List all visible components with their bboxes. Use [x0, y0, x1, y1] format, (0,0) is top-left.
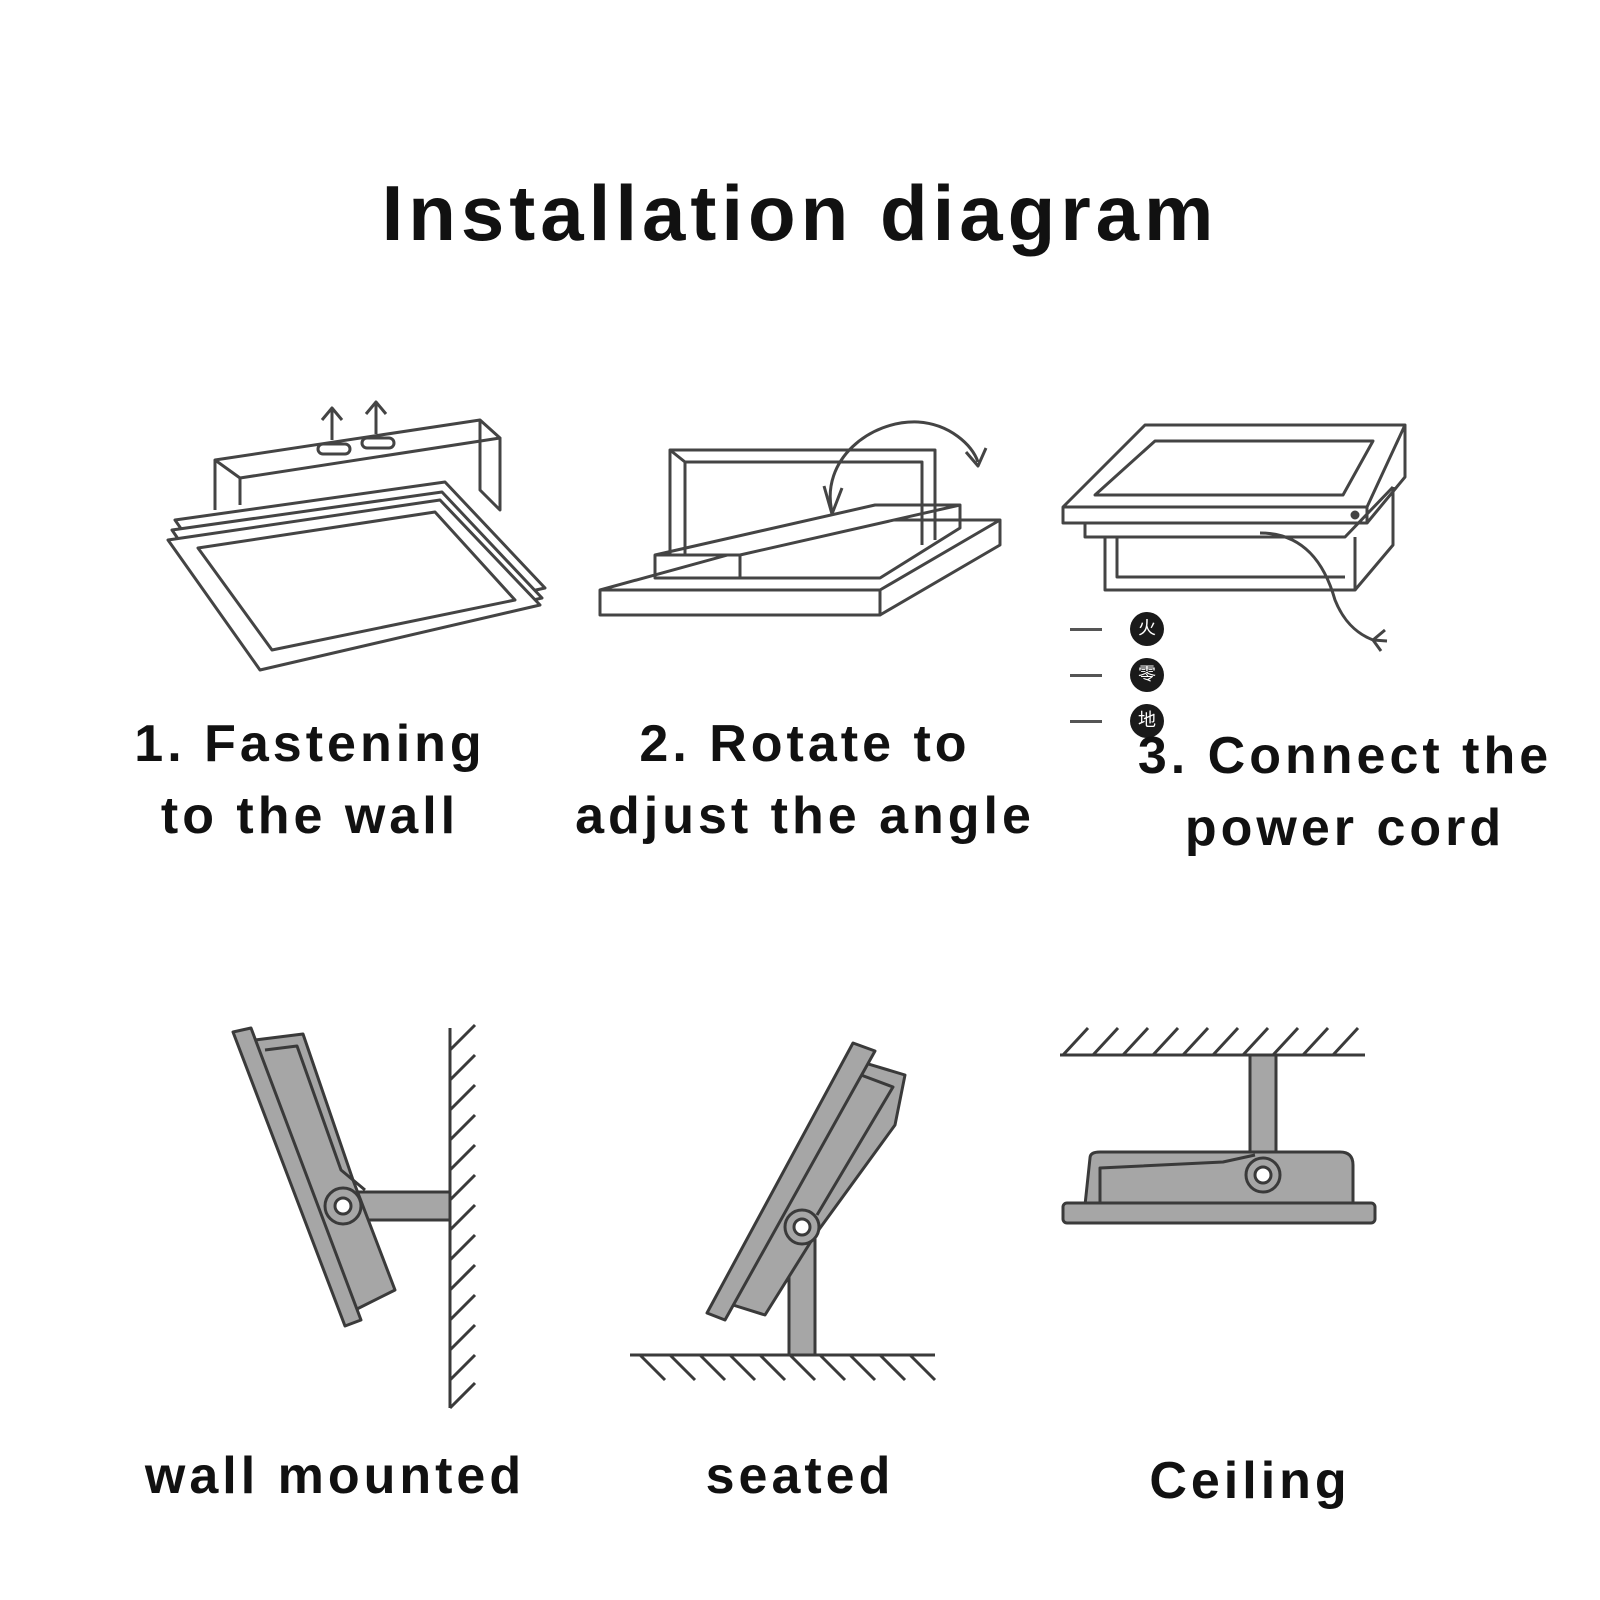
wire-ground: 地 — [1070, 704, 1164, 738]
ceiling-label: Ceiling — [1149, 1452, 1351, 1510]
wall-mounted-label: wall mounted — [144, 1447, 526, 1505]
fastening-illustration — [166, 400, 547, 672]
page-title: Installation diagram — [381, 169, 1219, 257]
wire-labels: 火 零 地 — [1070, 612, 1164, 752]
live-wire-badge: 火 — [1130, 612, 1164, 646]
ceiling-illustration — [1060, 1026, 1377, 1225]
wire-live: 火 — [1070, 612, 1164, 646]
step-1-caption: 1. Fastening to the wall — [100, 708, 520, 852]
step-2-line-2: adjust the angle — [575, 787, 1035, 845]
wire-neutral: 零 — [1070, 658, 1164, 692]
step-1-line-2: to the wall — [160, 787, 460, 845]
seated-illustration — [630, 1041, 937, 1382]
ground-wire-badge: 地 — [1130, 704, 1164, 738]
step-3-line-2: power cord — [1184, 799, 1506, 857]
step-2-caption: 2. Rotate to adjust the angle — [545, 708, 1065, 852]
step-2-line-1: 2. Rotate to — [639, 715, 971, 773]
step-1-line-1: 1. Fastening — [134, 715, 486, 773]
rotate-illustration — [598, 420, 1002, 617]
wire-dash — [1070, 720, 1102, 723]
wire-dash — [1070, 674, 1102, 677]
neutral-wire-badge: 零 — [1130, 658, 1164, 692]
wall-mounted-illustration — [231, 1023, 477, 1410]
power-cord-illustration — [1061, 423, 1407, 652]
seated-label: seated — [705, 1447, 895, 1505]
step-3-line-1: 3. Connect the — [1137, 727, 1553, 785]
wire-dash — [1070, 628, 1102, 631]
step-3-caption: 3. Connect the power cord — [1110, 720, 1580, 864]
